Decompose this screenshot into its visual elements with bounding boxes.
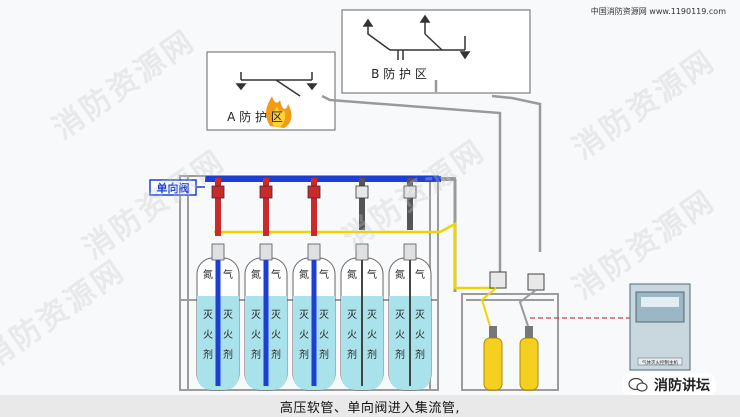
cylinder-agent-label: 火	[223, 329, 233, 341]
cylinder-agent-label: 灭	[395, 309, 405, 321]
cylinder-agent-label: 火	[251, 329, 261, 341]
cylinder-agent-label: 灭	[347, 309, 357, 321]
zone-b-label: B 防 护 区	[371, 66, 427, 81]
zone-a-nozzles	[235, 72, 318, 97]
cylinder-agent-label: 剂	[319, 348, 329, 361]
pilot-line	[214, 221, 496, 290]
cylinder-valve	[359, 178, 365, 230]
cylinder-neck	[211, 243, 225, 261]
cylinder-agent-label: 剂	[271, 348, 281, 361]
cylinder-gas-label: 气	[415, 268, 425, 281]
cylinder-gas-label: 氮	[251, 268, 261, 281]
cylinder-agent-label: 灭	[415, 309, 425, 321]
cylinder-gas-label: 氮	[395, 268, 405, 281]
cylinder-gas-label: 气	[271, 268, 281, 281]
cylinder-neck	[307, 243, 321, 261]
cylinder-gas-label: 气	[223, 268, 233, 281]
cylinder-agent-label: 灭	[271, 309, 281, 321]
cylinder-agent-label: 灭	[203, 309, 213, 321]
cylinder-agent-label: 剂	[347, 348, 357, 361]
cylinder-agent-label: 火	[395, 329, 405, 341]
cylinder-agent-label: 剂	[415, 348, 425, 361]
cylinder-bank: 氮气灭火剂灭火剂氮气灭火剂灭火剂氮气灭火剂灭火剂氮气灭火剂灭火剂氮气灭火剂灭火剂	[196, 178, 432, 391]
caption-text: 高压软管、单向阀进入集流管,	[279, 400, 461, 416]
control-panel: 气体灭火控制主机	[629, 283, 691, 371]
cylinder-agent-label: 灭	[367, 309, 377, 321]
cylinder-agent-label: 灭	[319, 309, 329, 321]
site-mark: 中国消防资源网 www.1190119.com	[590, 7, 726, 16]
brand-name: 消防讲坛	[654, 378, 710, 394]
cylinder-neck	[355, 243, 369, 261]
zone-b-nozzles	[362, 14, 471, 60]
cylinder-neck	[403, 243, 417, 261]
cylinder-agent-label: 剂	[299, 348, 309, 361]
cylinder-gas-label: 气	[319, 268, 329, 281]
cylinder-valve	[263, 178, 269, 236]
zone-b-box	[341, 9, 531, 94]
cylinder-gas-label: 氮	[347, 268, 357, 281]
pilot-cylinders	[480, 271, 545, 391]
zone-a-label: A 防 护 区	[227, 109, 283, 124]
cylinder-valve-head	[211, 185, 225, 199]
fire-icon	[266, 96, 292, 128]
cylinder-valve	[311, 178, 317, 236]
cylinder-agent-label: 剂	[367, 348, 377, 361]
brand-badge: 消防讲坛	[622, 373, 716, 397]
cylinder-valve	[215, 178, 221, 236]
control-panel-label: 气体灭火控制主机	[642, 359, 678, 366]
manifold-pipe	[205, 176, 441, 182]
cylinder-agent-label: 火	[319, 329, 329, 341]
cylinder-agent-label: 剂	[203, 348, 213, 361]
cylinder-valve-head	[307, 185, 321, 199]
cylinder-agent-label: 剂	[251, 348, 261, 361]
check-valve-label: 单向阀	[157, 181, 190, 195]
cylinder-agent-label: 灭	[223, 309, 233, 321]
cylinder-agent-label: 火	[299, 329, 309, 341]
caption-bar: 高压软管、单向阀进入集流管,	[0, 395, 740, 417]
cylinder-agent-label: 灭	[299, 309, 309, 321]
cylinder-valve-head	[355, 185, 369, 199]
cylinder-agent-label: 火	[203, 329, 213, 341]
cylinder-agent-label: 火	[347, 329, 357, 341]
cylinder-valve-head	[259, 185, 273, 199]
cylinder-agent-label: 火	[367, 329, 377, 341]
cylinder-neck	[259, 243, 273, 261]
cylinder-agent-label: 灭	[251, 309, 261, 321]
cylinder-agent-label: 火	[415, 329, 425, 341]
cylinder-gas-label: 氮	[299, 268, 309, 281]
cylinder-agent-label: 剂	[395, 348, 405, 361]
chat-bubble-icon	[628, 377, 648, 392]
cylinder-gas-label: 氮	[203, 268, 213, 281]
cylinder-agent-label: 火	[271, 329, 281, 341]
cylinder-valve	[407, 178, 413, 230]
cylinder-agent-label: 剂	[223, 348, 233, 361]
cylinder-valve-head	[403, 185, 417, 199]
supply-pipes	[321, 80, 542, 278]
startup-valve-rack	[461, 293, 559, 391]
cylinder-gas-label: 气	[367, 268, 377, 281]
